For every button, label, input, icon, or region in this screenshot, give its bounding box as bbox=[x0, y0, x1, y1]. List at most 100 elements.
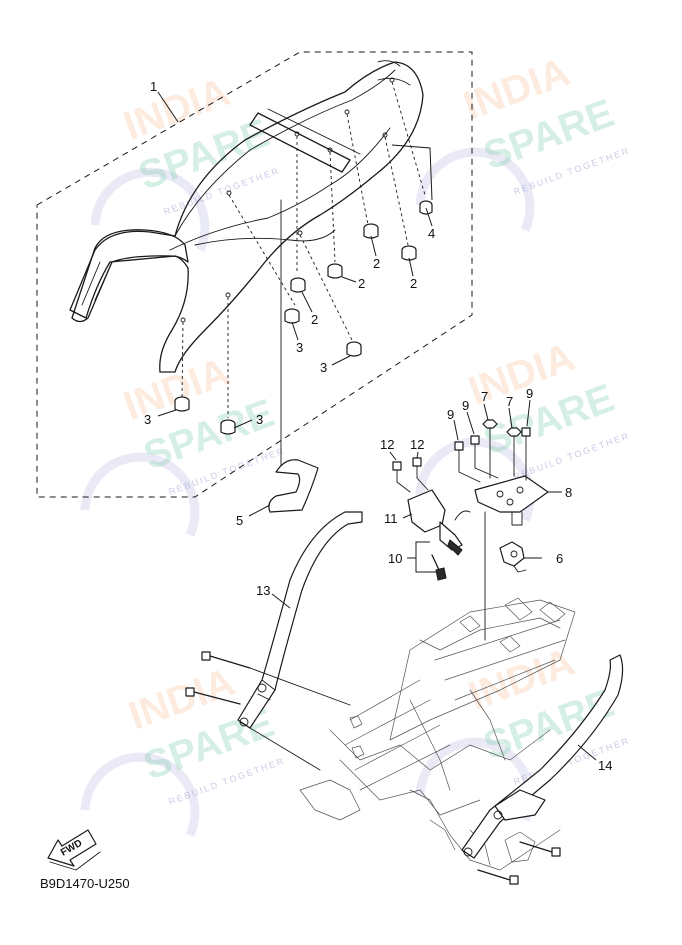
callouts: 1 4 2 2 2 2 3 3 3 3 5 6 7 7 8 9 9 9 10 1… bbox=[144, 79, 612, 773]
callout-11: 11 bbox=[384, 511, 398, 526]
callout-6: 6 bbox=[556, 551, 563, 566]
watermark-top-right: INDIA SPARE REBUILD TOGETHER bbox=[415, 50, 631, 232]
callout-3d: 3 bbox=[256, 412, 263, 427]
seat-step-line bbox=[267, 108, 361, 155]
lock-bracket-group bbox=[454, 419, 549, 641]
damper-2-b bbox=[401, 245, 417, 261]
watermark-top-left: INDIA SPARE REBUILD TOGETHER bbox=[90, 70, 281, 252]
callout-10: 10 bbox=[388, 551, 402, 566]
bolt-shank bbox=[477, 869, 511, 881]
callout-4: 4 bbox=[428, 226, 435, 241]
alignment-line bbox=[329, 151, 336, 263]
damper-body bbox=[346, 346, 362, 357]
frame-lower-rail bbox=[329, 729, 551, 771]
callout-3c: 3 bbox=[144, 412, 151, 427]
leader-3b bbox=[331, 355, 351, 366]
watermark-ring-icon bbox=[80, 452, 200, 537]
callout-14: 14 bbox=[598, 758, 612, 773]
bracket-tab bbox=[511, 511, 523, 526]
damper-2-a bbox=[363, 223, 379, 239]
damper-body bbox=[220, 424, 236, 435]
nut-7-b bbox=[506, 427, 522, 437]
bolt-12-a bbox=[392, 461, 402, 483]
holder-body bbox=[499, 541, 525, 567]
leader-9a bbox=[453, 419, 459, 441]
watermark-group: INDIA SPARE REBUILD TOGETHER INDIA SPARE… bbox=[80, 50, 631, 837]
callout-2b: 2 bbox=[410, 276, 417, 291]
callout-2d: 2 bbox=[311, 312, 318, 327]
screw-10 bbox=[431, 554, 447, 581]
frame-lower-rail-2 bbox=[339, 759, 481, 816]
lock-bracket-8 bbox=[474, 475, 549, 513]
bolt-12-b bbox=[412, 457, 422, 479]
bolt-head bbox=[392, 461, 402, 471]
alignment-line bbox=[391, 81, 426, 196]
callout-2a: 2 bbox=[373, 256, 380, 271]
bolt-line bbox=[239, 721, 321, 771]
bolt-9-b bbox=[470, 435, 480, 457]
callout-12b: 12 bbox=[410, 437, 424, 452]
cable-holder-6 bbox=[499, 541, 527, 573]
seat bbox=[69, 60, 424, 373]
leader-4-b bbox=[391, 144, 433, 201]
callout-7a: 7 bbox=[481, 389, 488, 404]
damper-3-c bbox=[174, 396, 190, 412]
bracket-hole bbox=[496, 490, 504, 498]
seat-hole bbox=[344, 109, 350, 115]
callout-2c: 2 bbox=[358, 276, 365, 291]
damper-3-a bbox=[284, 308, 300, 324]
bolt-head bbox=[551, 847, 561, 857]
callout-7b: 7 bbox=[506, 394, 513, 409]
leader-2a bbox=[370, 235, 377, 257]
bolt-head bbox=[470, 435, 480, 445]
seat-front-rail bbox=[71, 229, 189, 323]
holder-tab bbox=[513, 565, 527, 573]
bolt-head bbox=[454, 441, 464, 451]
watermark-ring-icon bbox=[80, 752, 200, 837]
leader-13 bbox=[271, 593, 291, 609]
lock-assembly-group bbox=[392, 457, 471, 581]
seat-side-edge bbox=[169, 127, 391, 251]
bolt-9-c bbox=[521, 427, 531, 449]
bracket-5-body bbox=[268, 459, 319, 513]
leader-12a bbox=[389, 451, 397, 461]
seat-step-band bbox=[249, 112, 351, 173]
damper-body bbox=[290, 282, 306, 293]
leader-lines bbox=[157, 91, 597, 761]
bolt-9-a bbox=[454, 441, 464, 463]
bolt-line bbox=[249, 667, 351, 706]
nut-body bbox=[482, 419, 498, 429]
callout-9c: 9 bbox=[526, 386, 533, 401]
grab-bar-13-bolts bbox=[185, 651, 351, 771]
nut-body bbox=[506, 427, 522, 437]
seat-outline bbox=[69, 61, 424, 373]
frame-cross bbox=[434, 619, 566, 701]
grab-bar-14 bbox=[461, 654, 624, 885]
leader-7a bbox=[483, 403, 489, 421]
leader-5 bbox=[248, 504, 271, 517]
damper-parts bbox=[174, 200, 433, 435]
leader-14 bbox=[577, 744, 597, 761]
alignment-line bbox=[228, 194, 296, 306]
frame-side-rails bbox=[344, 679, 451, 791]
callout-9b: 9 bbox=[462, 398, 469, 413]
leader-4 bbox=[425, 207, 433, 227]
callout-3b: 3 bbox=[320, 360, 327, 375]
damper-3-b bbox=[346, 341, 362, 357]
grab-bar-14-mount bbox=[494, 789, 546, 821]
leader-3d bbox=[233, 419, 253, 429]
leader-12b bbox=[416, 451, 419, 459]
bolt-head bbox=[201, 651, 211, 661]
bolt-shank bbox=[209, 655, 251, 669]
callout-3a: 3 bbox=[296, 340, 303, 355]
bracket-hole bbox=[506, 498, 514, 506]
bolt-shank bbox=[519, 841, 553, 853]
damper-2-c bbox=[327, 263, 343, 279]
seat-assembly-boundary bbox=[36, 51, 473, 498]
leader-3c bbox=[157, 409, 177, 417]
rear-frame bbox=[299, 597, 576, 871]
grab-bar-13 bbox=[237, 511, 363, 729]
frame-mount bbox=[349, 715, 365, 759]
